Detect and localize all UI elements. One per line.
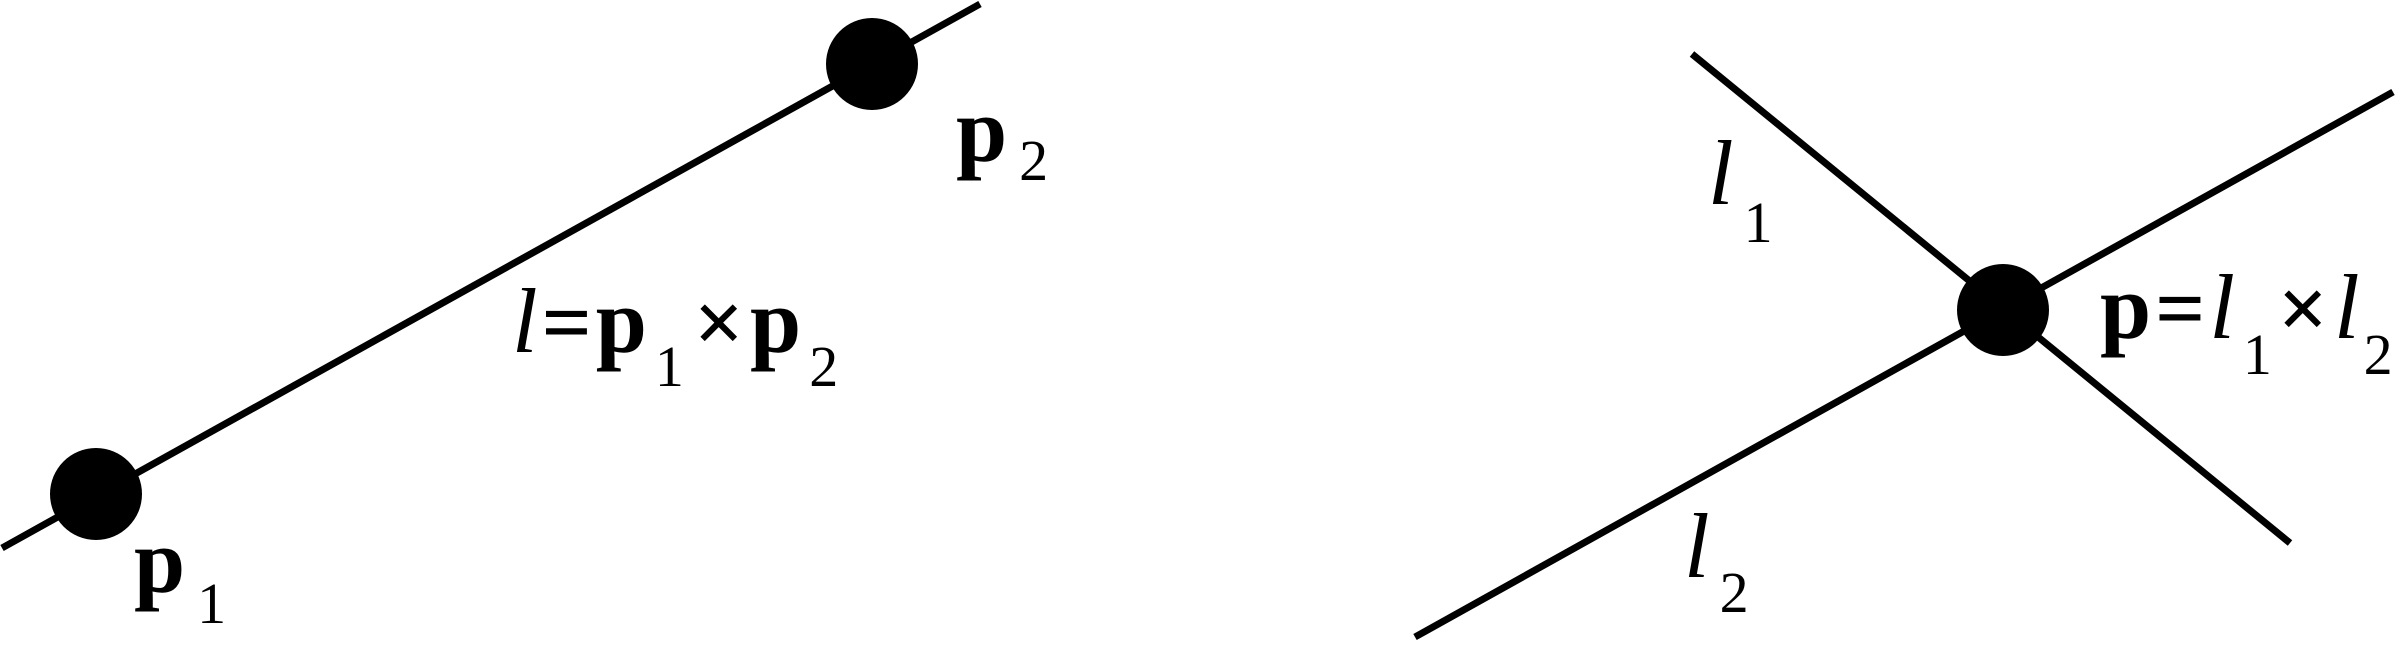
- eq-right-term1-index: 1: [2243, 322, 2272, 387]
- label-p1-index: 1: [197, 571, 226, 636]
- eq-left-term2-index: 2: [809, 334, 838, 399]
- eq-right-term2-index: 2: [2364, 322, 2393, 387]
- point-p1: [50, 448, 142, 540]
- label-l1-index: 1: [1744, 190, 1773, 255]
- label-p1-symbol: p: [134, 510, 185, 612]
- eq-right-lhs: p: [2100, 256, 2151, 358]
- point-p2: [826, 18, 918, 110]
- label-p2-symbol: p: [956, 79, 1007, 181]
- eq-left-cross: ×: [694, 275, 744, 372]
- line-through-points: [0, 0, 982, 552]
- eq-left-term2-symbol: p: [750, 270, 801, 372]
- eq-right-equals: =: [2155, 261, 2205, 358]
- label-p2-index: 2: [1019, 128, 1048, 193]
- eq-left-term1-symbol: p: [596, 270, 647, 372]
- eq-right-cross: ×: [2278, 261, 2328, 358]
- label-l1-symbol: l: [1708, 122, 1734, 224]
- line-l2: [1413, 88, 2395, 641]
- label-l2-symbol: l: [1684, 495, 1710, 597]
- intersection-point-p: [1957, 264, 2049, 356]
- eq-left-equals: =: [542, 275, 592, 372]
- eq-left-term1-index: 1: [655, 334, 684, 399]
- eq-right-term1-symbol: l: [2209, 256, 2235, 358]
- eq-right-term2-symbol: l: [2334, 256, 2360, 358]
- label-l2-index: 2: [1720, 560, 1749, 625]
- eq-left-lhs: l: [512, 270, 538, 372]
